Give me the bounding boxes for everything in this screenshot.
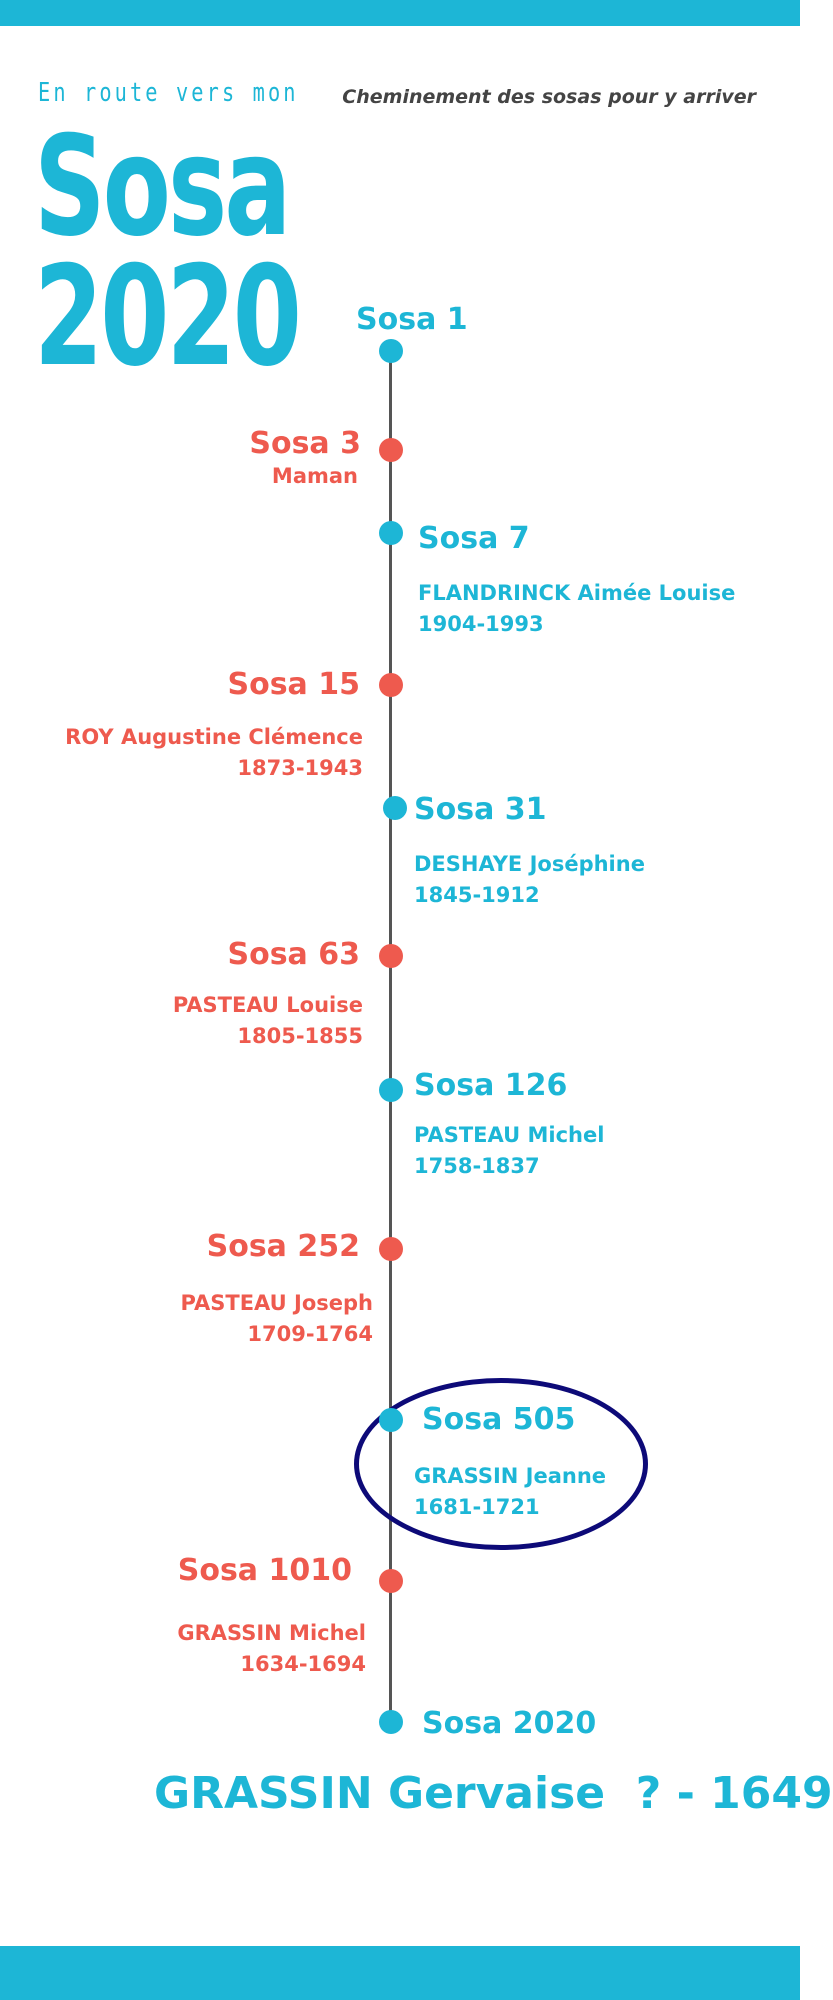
timeline-label-63: Sosa 63	[227, 937, 360, 972]
timeline-label-3: Sosa 3	[249, 426, 361, 461]
bottom-banner	[0, 1946, 800, 2000]
timeline-dot-126	[379, 1078, 403, 1102]
timeline-name-3: Maman	[271, 464, 358, 488]
timeline-dot-1	[379, 339, 403, 363]
timeline-label-2020: Sosa 2020	[422, 1706, 597, 1741]
header-kicker: En route vers mon	[38, 78, 299, 108]
timeline-label-31: Sosa 31	[414, 792, 547, 827]
timeline-dot-505	[379, 1408, 403, 1432]
timeline-dates-31: 1845-1912	[414, 883, 540, 907]
timeline-dot-1010	[379, 1569, 403, 1593]
timeline-name-15: ROY Augustine Clémence	[65, 725, 363, 749]
timeline-line	[389, 350, 392, 1722]
timeline-name-63: PASTEAU Louise	[172, 993, 363, 1017]
timeline-dot-31	[383, 796, 407, 820]
timeline-label-126: Sosa 126	[414, 1068, 568, 1103]
timeline-dot-3	[379, 438, 403, 462]
timeline-label-505: Sosa 505	[422, 1402, 576, 1437]
timeline-name-7: FLANDRINCK Aimée Louise	[418, 581, 736, 605]
final-ancestor: GRASSIN Gervaise ? - 1649	[154, 1768, 833, 1819]
timeline-dates-1010: 1634-1694	[240, 1652, 366, 1676]
timeline-name-1010: GRASSIN Michel	[177, 1621, 366, 1645]
timeline-label-1010: Sosa 1010	[177, 1553, 352, 1588]
timeline-label-15: Sosa 15	[227, 667, 360, 702]
timeline-dates-7: 1904-1993	[418, 612, 544, 636]
timeline-dot-2020	[379, 1710, 403, 1734]
header-title-word: Sosa	[34, 106, 291, 267]
timeline-label-252: Sosa 252	[206, 1229, 360, 1264]
highlight-ellipse	[354, 1378, 648, 1550]
timeline-dates-505: 1681-1721	[414, 1495, 540, 1519]
timeline-label-7: Sosa 7	[418, 521, 530, 556]
timeline-dates-63: 1805-1855	[237, 1024, 363, 1048]
timeline-dot-15	[379, 673, 403, 697]
timeline-dot-7	[379, 521, 403, 545]
timeline-name-505: GRASSIN Jeanne	[414, 1464, 607, 1488]
timeline-name-252: PASTEAU Joseph	[180, 1291, 373, 1315]
timeline-dates-126: 1758-1837	[414, 1154, 540, 1178]
timeline-dot-63	[379, 944, 403, 968]
timeline-dates-15: 1873-1943	[237, 756, 363, 780]
header-title-year: 2020	[34, 236, 302, 397]
timeline-name-31: DESHAYE Joséphine	[414, 852, 645, 876]
timeline-label-1: Sosa 1	[356, 302, 468, 337]
timeline-name-126: PASTEAU Michel	[414, 1123, 605, 1147]
top-banner	[0, 0, 800, 26]
timeline-dates-252: 1709-1764	[247, 1322, 373, 1346]
header-subtitle: Cheminement des sosas pour y arriver	[342, 86, 756, 108]
timeline-dot-252	[379, 1237, 403, 1261]
